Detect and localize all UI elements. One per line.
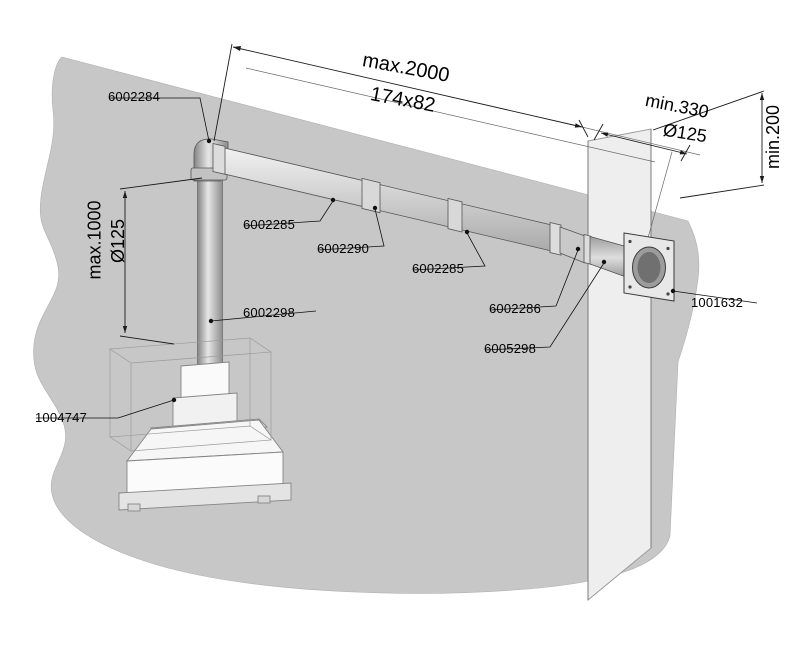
hood-foot-left: [127, 503, 141, 512]
part-label-swivel-elbow: 6002284: [108, 89, 161, 104]
hood-foot-right: [257, 495, 271, 504]
part-label-duct-coupling: 6002290: [317, 241, 370, 256]
duct-end-cap-right: [549, 221, 562, 256]
duct-transition: [559, 226, 592, 265]
duct-coupling-b: [447, 197, 463, 233]
part-label-wall-flange: 1001632: [691, 295, 744, 310]
dimension-lines: [119, 43, 765, 345]
duct-end-cap-left: [212, 142, 226, 175]
wall-panel: [587, 128, 652, 601]
duct-coupling-a: [361, 177, 381, 214]
vertical-riser-pipe: [197, 169, 223, 373]
part-label-wall-pipe: 6005298: [484, 341, 537, 356]
hood-unit: [118, 361, 292, 512]
dim-label-dia125-left: Ø125: [108, 218, 129, 264]
perspective-lines: [245, 67, 701, 239]
part-label-duct-segment-left: 6002285: [243, 217, 296, 232]
leader-lines: [36, 97, 758, 419]
hood-frame-outline: [108, 337, 273, 452]
part-label-duct-segment-right: 6002285: [412, 261, 465, 276]
dim-label-max-1000: max.1000: [84, 200, 105, 280]
part-label-hood-unit: 1004747: [35, 410, 88, 425]
part-label-riser-pipe: 6002298: [243, 305, 296, 320]
dim-label-min-200: min.200: [763, 104, 784, 170]
part-label-duct-transition: 6002286: [489, 301, 542, 316]
hood-base-tray: [118, 482, 292, 511]
wall-flange: [623, 232, 675, 302]
